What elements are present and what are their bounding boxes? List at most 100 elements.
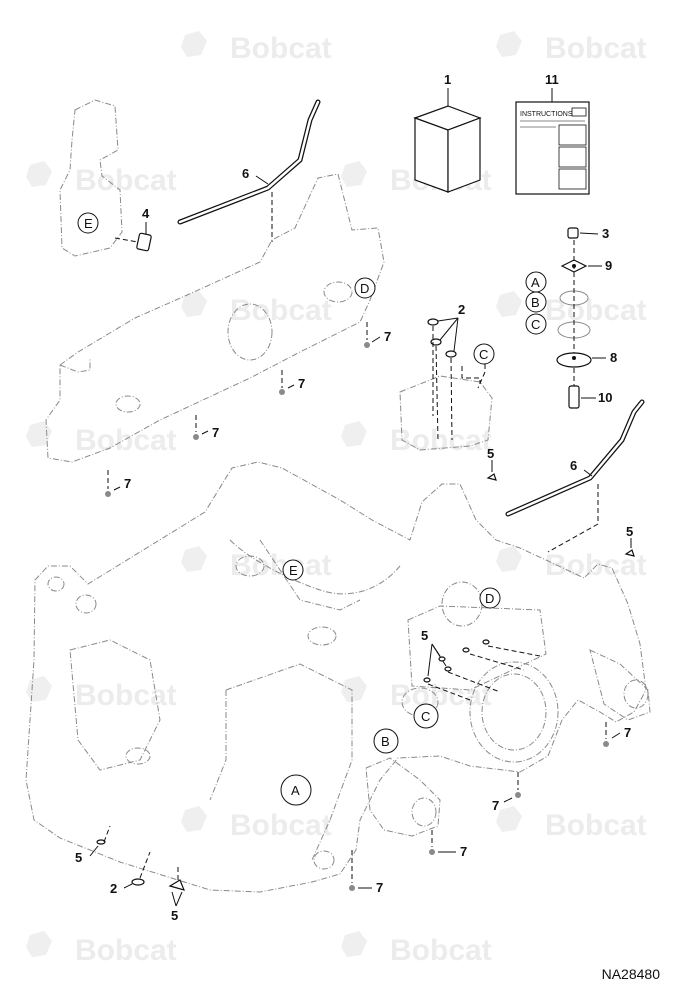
callout-5b: 5 [626,524,633,539]
callout-6-upper: 6 [242,166,249,181]
seal-strip-upper: 6 [177,99,321,242]
watermark: Bobcat [496,546,647,582]
letter-C-main: C [421,709,430,724]
bobcat-logo-icon [181,291,207,317]
letter-A-stack: A [531,275,540,290]
letter-circle-E-upper [77,212,99,234]
instructions-heading: INSTRUCTIONS [520,111,573,118]
seal-strip-lower: 6 [505,399,645,553]
letter-circle-C-main [413,703,439,729]
callout-7a: 7 [384,329,391,344]
bobcat-logo-icon [26,676,52,702]
bobcat-logo-icon [496,546,522,572]
watermark-text: Bobcat [230,32,332,65]
letter-D-main: D [485,591,494,606]
watermark: Bobcat [26,931,177,967]
letter-circle-C-stack [525,313,547,335]
callout-9: 9 [605,258,612,273]
watermark: Bobcat [26,161,177,197]
watermark-text: Bobcat [545,294,647,327]
fasteners-upper: 7 7 7 7 [105,322,391,497]
watermark-text: Bobcat [75,424,177,457]
watermark-text: Bobcat [390,424,492,457]
plug-group: 2 C [399,302,495,451]
watermark-text: Bobcat [545,32,647,65]
letter-C-stack: C [531,317,540,332]
bobcat-logo-icon [26,161,52,187]
mount-stack: 3 9 A B C 8 10 [525,226,617,409]
letter-circle-A-main [280,774,312,806]
main-frame: E D C B A [25,461,651,893]
letter-circle-E-main [282,559,304,581]
bobcat-logo-icon [341,931,367,957]
watermark: Bobcat [496,291,647,327]
plugs-5: 5 5 5 5 5 2 [75,446,635,923]
letter-circle-B-main [373,728,399,754]
letter-circle-B-stack [525,291,547,313]
callout-7f: 7 [492,798,499,813]
callout-7c: 7 [212,425,219,440]
fasteners-lower: 7 7 7 7 [349,722,631,895]
letter-A-main: A [291,783,300,798]
callout-3: 3 [602,226,609,241]
bobcat-logo-icon [341,676,367,702]
watermark: Bobcat [181,806,332,842]
bobcat-logo-icon [26,421,52,447]
callout-7g: 7 [460,844,467,859]
watermark: Bobcat [341,931,492,967]
callout-6-lower: 6 [570,458,577,473]
watermark-text: Bobcat [75,679,177,712]
watermark-text: Bobcat [75,934,177,967]
watermark: Bobcat [181,291,332,327]
letter-circle-C-middle [473,343,495,365]
callout-5c: 5 [421,628,428,643]
drawing-number: NA28480 [601,966,660,982]
callout-11: 11 [545,72,559,87]
watermark: Bobcat [496,806,647,842]
callout-7h: 7 [376,880,383,895]
watermark-text: Bobcat [230,809,332,842]
watermark: Bobcat [181,546,332,582]
callout-10: 10 [598,390,612,405]
watermark-text: Bobcat [390,934,492,967]
watermark: Bobcat [181,31,332,65]
watermark: Bobcat [341,421,492,457]
bobcat-logo-icon [496,291,522,317]
letter-B-main: B [381,734,390,749]
bobcat-logo-icon [496,31,522,57]
watermark-layer: Bobcat Bobcat Bobcat Bobcat Bobcat Bobca… [26,31,647,967]
letter-C-middle: C [479,347,488,362]
watermark: Bobcat [26,676,177,712]
upper-left-panel: 4 E [59,99,152,257]
callout-1: 1 [444,72,451,87]
watermark: Bobcat [26,421,177,457]
bobcat-logo-icon [181,806,207,832]
watermark-text: Bobcat [545,809,647,842]
letter-circle-D-upper [354,277,376,299]
bobcat-logo-icon [26,931,52,957]
letter-circle-D-main [479,587,501,609]
watermark-text: Bobcat [75,164,177,197]
callout-5a: 5 [487,446,494,461]
watermark-text: Bobcat [230,294,332,327]
bobcat-logo-icon [181,546,207,572]
callout-4: 4 [142,206,150,221]
upper-frame: D [45,173,385,463]
callout-2-upper: 2 [458,302,465,317]
callout-8: 8 [610,350,617,365]
watermark: Bobcat [341,676,492,712]
bobcat-logo-icon [341,161,367,187]
letter-E-upper: E [84,216,93,231]
bobcat-logo-icon [181,31,207,57]
callout-7e: 7 [624,725,631,740]
bobcat-logo-icon [496,806,522,832]
kit-box: 1 [413,72,482,193]
letter-B-stack: B [531,295,540,310]
callout-7b: 7 [298,376,305,391]
callout-2-lower: 2 [110,881,117,896]
bobcat-logo-icon [341,421,367,447]
callout-7d: 7 [124,476,131,491]
letter-E-main: E [289,563,298,578]
callout-5e: 5 [171,908,178,923]
